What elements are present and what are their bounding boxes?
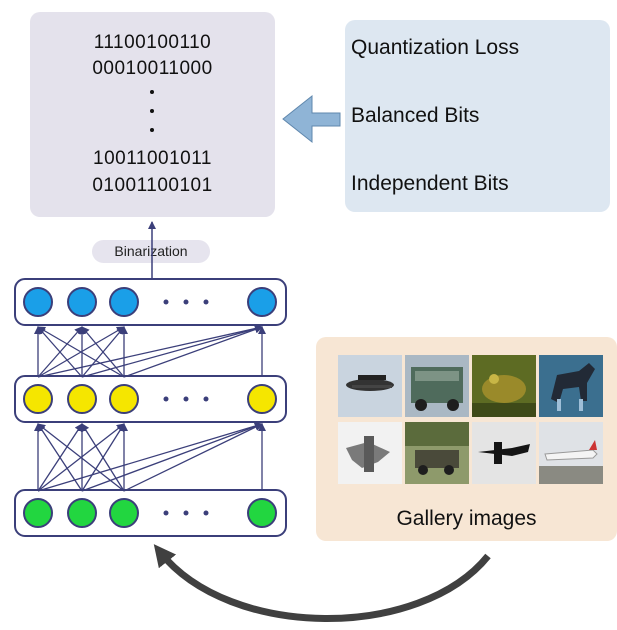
hidden-neuron [67, 384, 97, 414]
gallery-box: Gallery images [316, 337, 617, 541]
hidden-ellipsis [163, 396, 209, 402]
output-neuron [67, 287, 97, 317]
input-layer-box [14, 489, 287, 537]
loss-to-codes-arrow [282, 94, 341, 144]
output-neuron [23, 287, 53, 317]
binary-codes-box: 11100100110 00010011000 10011001011 0100… [30, 12, 275, 217]
hidden-layer-box [14, 375, 287, 423]
ellipsis-dot [150, 90, 154, 94]
output-layer-box [14, 278, 287, 326]
binarization-label: Binarization [92, 240, 210, 263]
truck-thumbnail [405, 355, 469, 417]
input-to-hidden-connections [34, 422, 266, 492]
input-neuron [67, 498, 97, 528]
output-neuron [247, 287, 277, 317]
output-ellipsis [163, 299, 209, 305]
hidden-neuron [247, 384, 277, 414]
horse-thumbnail [539, 355, 603, 417]
independent-bits-label: Independent Bits [351, 172, 509, 195]
input-neuron [109, 498, 139, 528]
truck-thumbnail-2 [405, 422, 469, 484]
hidden-to-output-connections [34, 324, 266, 378]
frog-thumbnail [472, 355, 536, 417]
output-neuron [109, 287, 139, 317]
balanced-bits-label: Balanced Bits [351, 104, 480, 127]
binary-code-line: 01001100101 [92, 175, 213, 196]
hidden-neuron [109, 384, 139, 414]
hidden-neurons [23, 384, 277, 414]
airplane-thumbnail-2 [338, 422, 402, 484]
input-neuron [247, 498, 277, 528]
ellipsis-dot [150, 109, 154, 113]
output-neurons [23, 287, 277, 317]
binary-code-line: 00010011000 [92, 58, 213, 79]
binary-code-line: 11100100110 [93, 32, 212, 53]
gallery-label: Gallery images [396, 507, 537, 530]
binary-code-line: 10011001011 [93, 148, 212, 169]
input-neurons [23, 498, 277, 528]
quantization-loss-label: Quantization Loss [351, 36, 520, 59]
input-ellipsis [163, 510, 209, 516]
input-neuron [23, 498, 53, 528]
ellipsis-dot [150, 128, 154, 132]
loss-box: Quantization Loss Balanced Bits Independ… [345, 20, 610, 212]
hidden-neuron [23, 384, 53, 414]
airplane-thumbnail-3 [472, 422, 536, 484]
gallery-to-network-arrow [153, 544, 491, 622]
airplane-thumbnail-4 [539, 422, 603, 484]
airplane-thumbnail [338, 355, 402, 417]
